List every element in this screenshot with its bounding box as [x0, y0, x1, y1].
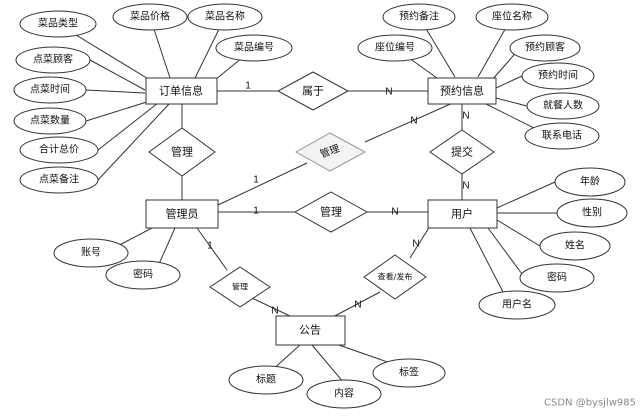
- attribute-label: 标题: [256, 374, 276, 386]
- relationship-admin-notice-label: 管理: [232, 282, 248, 292]
- relationship-manage-order-label: 管理: [171, 145, 193, 159]
- attribute-notice-tag: 标签: [372, 358, 446, 388]
- attribute-label: 姓名: [565, 239, 585, 252]
- cardinality-admin-notice-end: N: [271, 306, 278, 317]
- attribute-label: 账号: [81, 247, 101, 259]
- attribute-order-dish-type: 菜品类型: [19, 10, 97, 38]
- attribute-label: 年龄: [580, 175, 600, 188]
- attribute-label: 标签: [399, 366, 419, 379]
- attribute-reservation-seat-name: 座位名称: [475, 3, 549, 31]
- cardinality-view-notice-end: N: [354, 300, 361, 311]
- attribute-label: 预约顾客: [525, 41, 565, 54]
- attribute-label: 菜品编号: [234, 41, 274, 54]
- entity-notice[interactable]: 公告: [275, 315, 346, 346]
- relationship-view-publish[interactable]: 查看/发布: [363, 254, 427, 300]
- attribute-label: 菜品类型: [38, 17, 78, 30]
- attribute-label: 合计总价: [39, 143, 79, 156]
- relationship-belongs-label: 属于: [302, 85, 324, 98]
- entity-user-label: 用户: [451, 207, 473, 221]
- cardinality-admin-manage-reservation: 1: [253, 175, 259, 186]
- attribute-user-password: 密码: [519, 263, 595, 293]
- attribute-order-dish-name: 菜品名称: [187, 3, 263, 31]
- relationship-manage-user-label: 管理: [320, 205, 342, 219]
- cardinality-manage-reservation-end: N: [410, 116, 417, 127]
- attribute-order-total: 合计总价: [19, 136, 99, 164]
- attribute-reservation-seat-id: 座位编号: [357, 34, 433, 62]
- cardinality-order-belongs: 1: [245, 81, 251, 92]
- attribute-label: 菜品名称: [205, 10, 245, 23]
- attribute-label: 座位编号: [375, 41, 415, 54]
- watermark: CSDN @bysjlw985: [544, 398, 636, 409]
- attribute-label: 性别: [582, 206, 602, 219]
- attribute-label: 用户名: [502, 298, 532, 311]
- attribute-label: 菜品价格: [130, 10, 170, 23]
- attribute-order-dish-id: 菜品编号: [215, 34, 293, 62]
- relationship-submit-label: 提交: [451, 145, 473, 159]
- attribute-label: 预约时间: [538, 69, 578, 82]
- attribute-reservation-diners: 就餐人数: [526, 92, 600, 120]
- attribute-order-dish-price: 菜品价格: [112, 3, 188, 31]
- relationship-belongs[interactable]: 属于: [276, 71, 350, 111]
- attribute-label: 内容: [334, 387, 354, 400]
- attribute-label: 点菜顾客: [33, 53, 73, 66]
- attribute-order-note: 点菜备注: [19, 166, 99, 194]
- entity-admin[interactable]: 管理员: [145, 199, 219, 229]
- attribute-reservation-customer: 预约顾客: [509, 34, 581, 62]
- relationship-manage-reservation[interactable]: 管理: [294, 132, 367, 172]
- attribute-label: 联系电话: [542, 129, 582, 142]
- attribute-label: 预约备注: [399, 10, 439, 23]
- cardinality-reservation-submit: N: [462, 111, 469, 122]
- entity-order[interactable]: 订单信息: [145, 77, 218, 105]
- attribute-label: 就餐人数: [543, 99, 583, 112]
- attribute-notice-content: 内容: [306, 379, 382, 409]
- entity-reservation[interactable]: 预约信息: [427, 77, 497, 105]
- attribute-label: 点菜数量: [30, 114, 70, 127]
- cardinality-admin-notice-start: 1: [207, 241, 213, 252]
- relationship-submit[interactable]: 提交: [429, 129, 495, 175]
- cardinality-admin-manage: 1: [253, 206, 259, 217]
- entity-order-label: 订单信息: [159, 84, 203, 98]
- relationship-view-publish-label: 查看/发布: [378, 272, 413, 282]
- attribute-order-time: 点菜时间: [13, 76, 87, 104]
- attribute-order-quantity: 点菜数量: [13, 107, 87, 135]
- cardinality-labels: 1 N N N 1 N 1 N 1 N N N: [207, 81, 469, 317]
- cardinality-manage-user: N: [391, 207, 398, 218]
- attribute-reservation-time: 预约时间: [521, 62, 595, 90]
- cardinality-belongs-reservation: N: [385, 87, 392, 98]
- relationship-manage-order[interactable]: 管理: [148, 127, 216, 177]
- entity-reservation-label: 预约信息: [440, 84, 484, 98]
- entity-notice-label: 公告: [299, 324, 321, 337]
- attribute-label: 密码: [547, 271, 567, 284]
- attribute-notice-title: 标题: [228, 365, 304, 395]
- attribute-user-username: 用户名: [478, 290, 556, 320]
- relationship-manage-user[interactable]: 管理: [293, 191, 369, 233]
- attribute-admin-account: 账号: [53, 238, 129, 268]
- attribute-label: 座位名称: [492, 10, 532, 23]
- attribute-label: 点菜时间: [30, 83, 70, 96]
- relationship-admin-notice[interactable]: 管理: [209, 266, 271, 308]
- entity-admin-label: 管理员: [166, 207, 199, 221]
- attribute-reservation-phone: 联系电话: [524, 122, 600, 150]
- cardinality-user-view-start: N: [412, 239, 419, 250]
- attribute-order-customer: 点菜顾客: [15, 46, 91, 74]
- attribute-user-name: 姓名: [539, 231, 611, 261]
- cardinality-submit-user: N: [462, 181, 469, 192]
- attribute-user-gender: 性别: [556, 198, 628, 228]
- attribute-label: 点菜备注: [39, 173, 79, 186]
- entity-user[interactable]: 用户: [427, 199, 498, 229]
- attribute-admin-password: 密码: [105, 260, 181, 290]
- attribute-label: 密码: [133, 268, 153, 281]
- attribute-reservation-note: 预约备注: [382, 3, 456, 31]
- attribute-user-age: 年龄: [554, 167, 626, 197]
